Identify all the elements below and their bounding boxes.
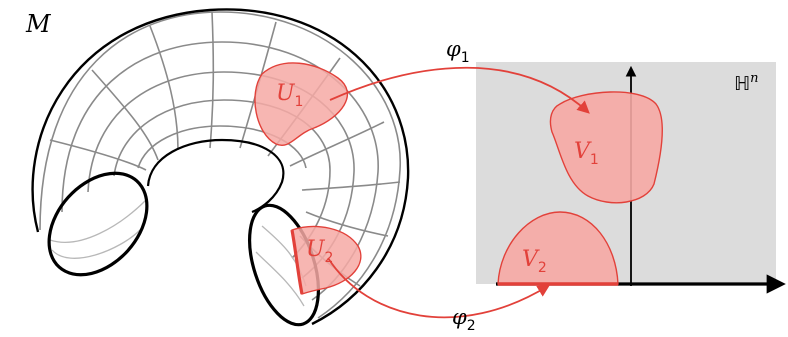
- label-u1-sub: 1: [295, 94, 304, 110]
- label-v2-sub: 2: [538, 260, 547, 276]
- map-phi2-arrow: [327, 257, 551, 319]
- region-u1: [254, 62, 349, 146]
- label-phi2-sub: 2: [467, 318, 476, 334]
- label-v2-base: V: [522, 247, 540, 272]
- label-u1: U1: [276, 81, 303, 110]
- label-phi1: φ1: [446, 37, 470, 66]
- label-phi2-base: φ: [452, 305, 467, 329]
- region-v1: [549, 91, 663, 204]
- left-boundary-disk: [47, 171, 149, 277]
- manifold-outline: [31, 8, 410, 326]
- manifold-longitude-lines: [49, 11, 401, 287]
- halfspace: [476, 62, 786, 294]
- label-u2: U2: [306, 237, 333, 266]
- halfspace-label-base: ℍ: [734, 73, 750, 95]
- label-phi1-base: φ: [446, 37, 461, 61]
- map-phi1-arrow: [329, 66, 590, 114]
- manifold-label: M: [25, 10, 52, 38]
- label-u2-sub: 2: [325, 250, 334, 266]
- label-phi2: φ2: [452, 305, 476, 334]
- region-u2-boundary-edge: [290, 229, 304, 295]
- label-phi1-sub: 1: [461, 50, 470, 66]
- halfspace-label: ℍn: [734, 71, 759, 95]
- manifold-inner-hole: [146, 138, 285, 214]
- label-v1-sub: 1: [590, 152, 599, 168]
- region-v2: [497, 211, 619, 285]
- label-u1-base: U: [276, 81, 296, 106]
- manifold: [31, 8, 410, 327]
- label-v1: V1: [574, 139, 599, 168]
- label-v1-base: V: [574, 139, 592, 164]
- label-v2: V2: [522, 247, 547, 276]
- halfspace-label-sup: n: [750, 71, 758, 86]
- label-u2-base: U: [306, 237, 326, 262]
